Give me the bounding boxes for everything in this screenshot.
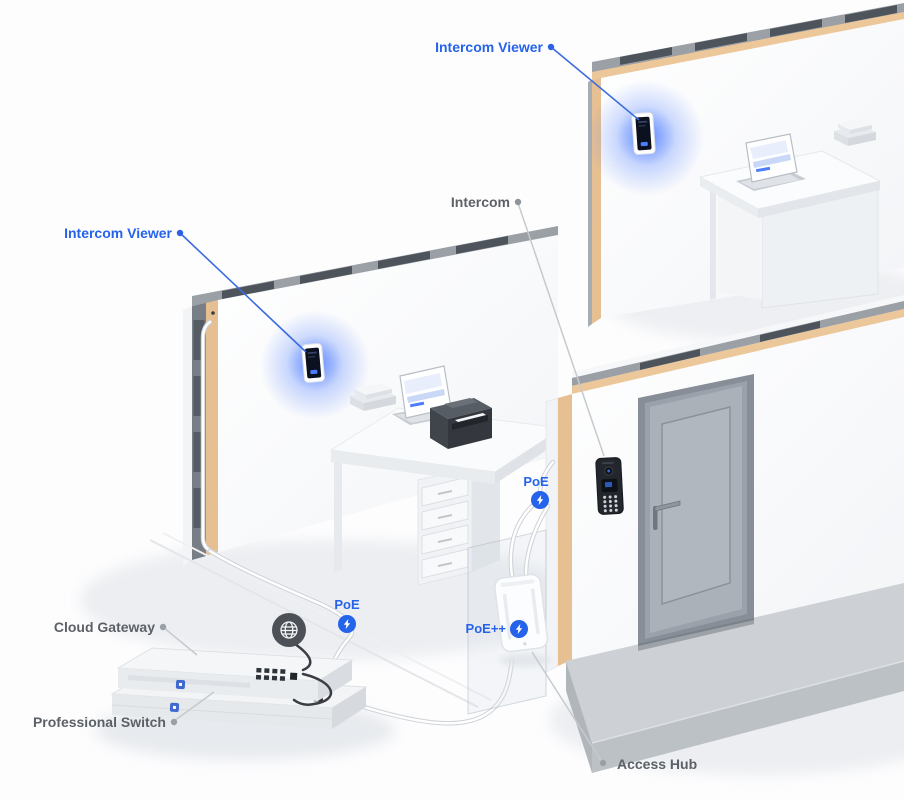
gateway-front-recess — [128, 675, 250, 688]
intercom-keypad — [603, 495, 618, 513]
professional-switch-label: Professional Switch — [33, 714, 166, 730]
cloud-gateway-label: Cloud Gateway — [54, 619, 155, 635]
poe-badge-floor: PoE — [334, 597, 360, 633]
gateway-ports — [255, 667, 298, 681]
intercom-viewer-device-top — [631, 112, 656, 155]
lightning-bolt-icon — [515, 624, 523, 634]
access-hub-assembly — [467, 459, 556, 715]
poe-badge-wall: PoE — [523, 474, 549, 509]
lightning-bolt-icon — [536, 495, 544, 505]
laptop-screen-content — [404, 373, 442, 394]
internet-cable — [293, 642, 312, 672]
lightning-bolt-icon — [343, 619, 351, 629]
desk-top-right — [698, 119, 882, 309]
intercom-viewer-top-label: Intercom Viewer — [435, 39, 543, 55]
callout-line-access-hub — [531, 651, 603, 763]
laptop-screen-content — [750, 140, 788, 159]
floor-seams — [149, 532, 492, 708]
room-left — [183, 226, 564, 586]
laptop-top-right — [736, 133, 806, 191]
concrete-step — [566, 583, 904, 773]
access-hub-label: Access Hub — [617, 756, 697, 772]
drawer-unit — [417, 456, 500, 586]
callout-line-switch — [173, 691, 215, 722]
door-lock-plate — [653, 506, 658, 530]
printer-output-slot — [452, 415, 488, 430]
poe-wall-label: PoE — [523, 474, 549, 489]
room-door — [545, 295, 904, 773]
desk-left — [329, 365, 564, 586]
callout-line-intercom — [517, 202, 605, 457]
access-hub-device — [494, 573, 549, 653]
paper-stack-top-right — [834, 119, 876, 146]
intercom-speaker — [601, 461, 614, 465]
poe-badge-hub: PoE++ — [466, 620, 528, 638]
callout-line-viewer-top — [550, 46, 640, 121]
printer — [430, 398, 492, 449]
callout-line-gateway — [162, 626, 198, 656]
globe-icon — [272, 613, 306, 647]
poe-plus-plus-label: PoE++ — [466, 621, 507, 636]
door-handle — [654, 500, 681, 512]
intercom-viewer-device-left — [301, 343, 325, 383]
intercom-viewer-left-label: Intercom Viewer — [64, 225, 172, 241]
callout-line-viewer-left — [179, 232, 307, 353]
room-top-right — [588, 3, 904, 327]
door — [638, 374, 754, 651]
intercom-device — [595, 457, 624, 515]
intercom-label: Intercom — [451, 194, 510, 210]
uplink-cable — [292, 672, 333, 706]
poe-floor-label: PoE — [334, 597, 360, 612]
network-stack — [110, 613, 368, 729]
cloud-gateway-device — [116, 647, 354, 701]
book-stack-left — [350, 383, 396, 411]
viewer-screen — [635, 116, 652, 151]
callouts: Intercom Viewer Intercom Viewer Intercom… — [33, 39, 697, 772]
